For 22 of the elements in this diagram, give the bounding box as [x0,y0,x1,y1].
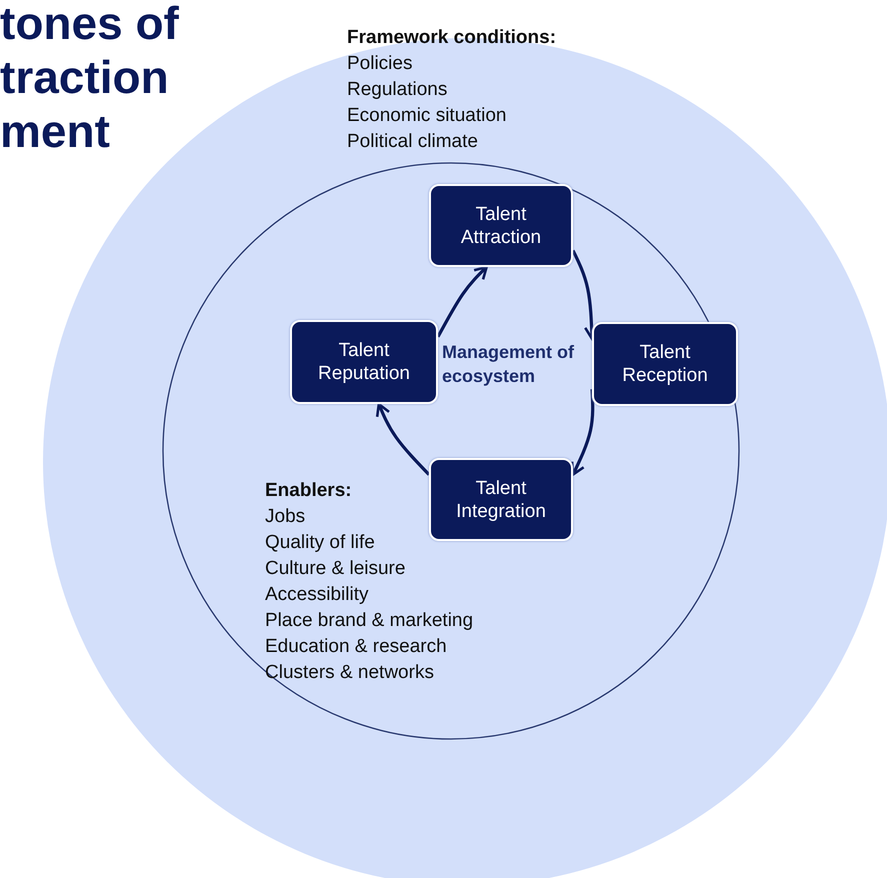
process-box: Talent Reputation [290,320,438,404]
list-heading: Framework conditions: [347,26,556,50]
list-item: Culture & leisure [265,557,406,581]
process-box: Talent Integration [429,458,573,541]
list-item: Jobs [265,505,306,529]
list-item: Place brand & marketing [265,609,474,633]
title: tones of traction ment [0,0,180,158]
list-item: Accessibility [265,583,368,607]
curved-arrow [436,266,488,338]
list-item: Policies [347,52,412,76]
curved-arrow [376,402,430,476]
list-item: Education & research [265,635,447,659]
curved-arrow [570,389,594,476]
list-item: Regulations [347,78,448,102]
list-item: Quality of life [265,531,375,555]
list-heading: Enablers: [265,479,352,503]
list-item: Clusters & networks [265,661,434,685]
list-item: Economic situation [347,104,506,128]
center-label: Management of ecosystem [442,341,574,388]
process-box: Talent Attraction [429,184,573,267]
list-item: Political climate [347,130,478,154]
process-box: Talent Reception [592,322,738,406]
